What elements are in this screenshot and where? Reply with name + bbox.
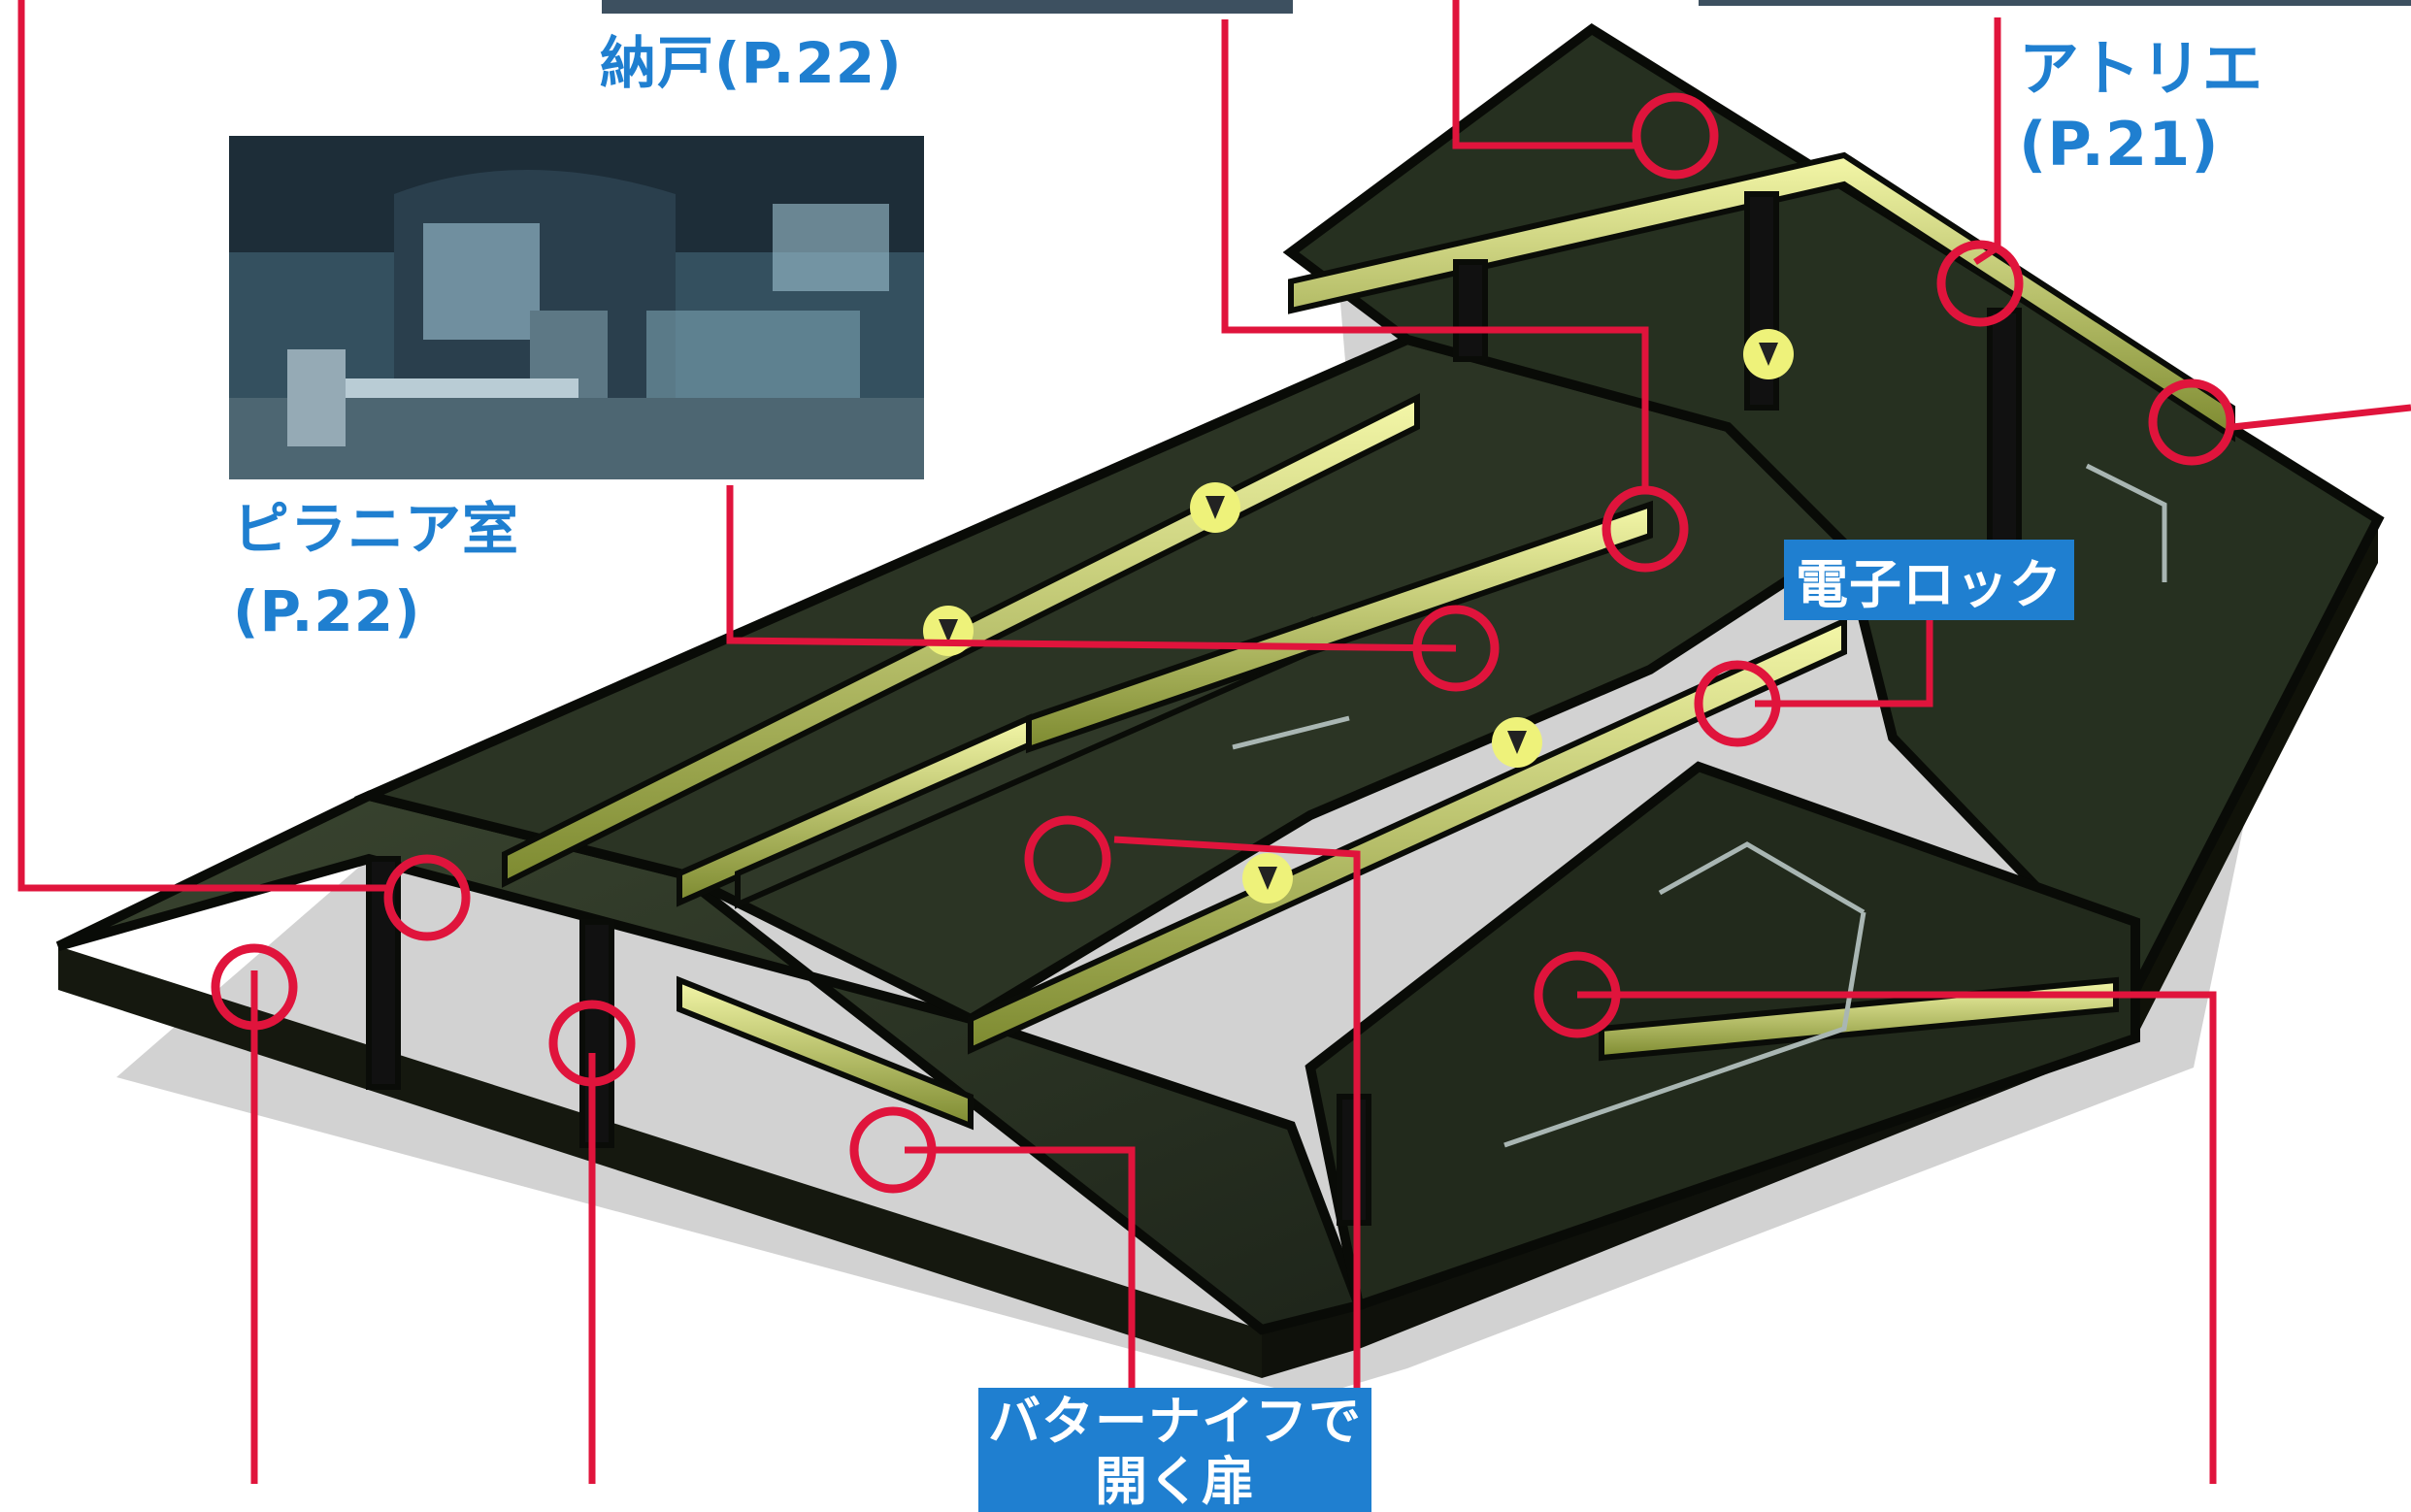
- down-arrow-icon: [1190, 482, 1240, 533]
- railings: [1232, 463, 2167, 1148]
- callout-lines: [17, 0, 2411, 1484]
- storeroom-photo: [602, 0, 1293, 14]
- down-arrow-icon: [1743, 329, 1794, 379]
- butter-knife-door-tag-line2: 開く扉: [1095, 1451, 1255, 1512]
- red-circle-markers: [211, 92, 2235, 1194]
- down-arrow-icon: [1242, 853, 1293, 904]
- marker-right-edge[interactable]: [2148, 378, 2235, 466]
- atelier-label-line1: アトリエ: [2019, 33, 2264, 104]
- marker-piranha-room[interactable]: [1412, 605, 1500, 692]
- piranha-room-label-line2: (P.22): [233, 578, 421, 644]
- down-arrow-icon: [923, 606, 974, 656]
- marker-left-top[interactable]: [383, 854, 471, 941]
- down-arrow-icon: [1492, 717, 1542, 768]
- piranha-room-photo: [229, 136, 924, 479]
- butter-knife-door-tag-line1: バターナイフで: [988, 1391, 1362, 1452]
- electronic-lock-tag: 電子ロック: [1784, 540, 2074, 620]
- marker-corridor-middle[interactable]: [1024, 815, 1111, 903]
- marker-butter-knife-door[interactable]: [849, 1106, 937, 1194]
- storeroom-label: 納戸(P.22): [600, 30, 903, 96]
- marker-storeroom[interactable]: [1602, 485, 1689, 573]
- marker-left-corner[interactable]: [211, 943, 298, 1031]
- atelier-label-line2: (P.21): [2019, 109, 2220, 180]
- marker-hall[interactable]: [1534, 951, 1621, 1038]
- marker-left-office[interactable]: [548, 1000, 636, 1087]
- butter-knife-door-tag: バターナイフで 開く扉: [978, 1388, 1371, 1512]
- atelier-photo: [1699, 0, 2411, 6]
- piranha-room-label-line1: ピラニア室: [233, 496, 520, 562]
- marker-electronic-lock[interactable]: [1694, 660, 1781, 747]
- marker-storeroom-top[interactable]: [1632, 92, 1719, 180]
- marker-atelier[interactable]: [1936, 240, 2024, 327]
